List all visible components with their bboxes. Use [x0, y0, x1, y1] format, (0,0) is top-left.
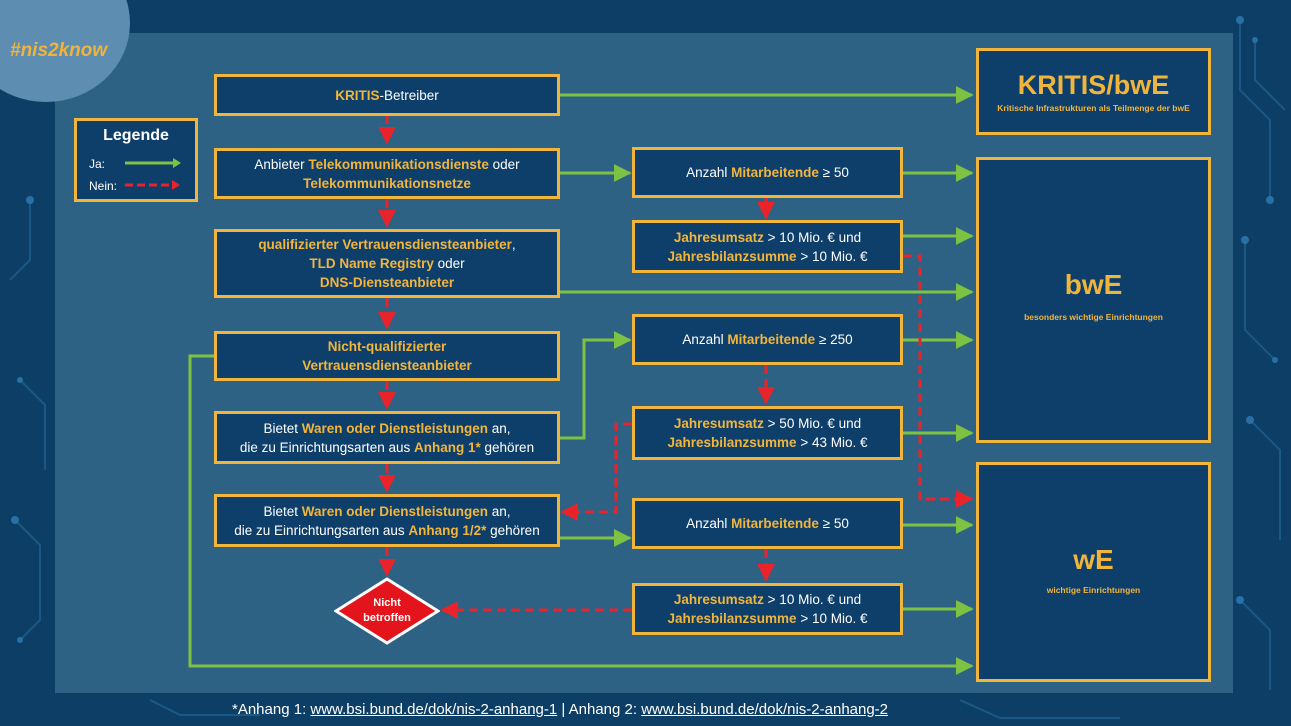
anhang1-l2-pre: die zu Einrichtungsarten aus	[239, 439, 415, 455]
ma250-post: ≥ 250	[815, 332, 853, 347]
anhang1-post: an,	[488, 420, 511, 436]
we-title: wE	[1073, 544, 1114, 575]
tld-highlight: TLD Name Registry	[309, 256, 434, 271]
anhang12-post: an,	[488, 503, 511, 519]
bwe-title: bwE	[1064, 269, 1123, 300]
box-telekommunikation: Anbieter Telekommunikationsdienste oder …	[214, 148, 560, 199]
box-qualifizierter-vda: qualifizierter Vertrauensdiensteanbieter…	[214, 229, 560, 298]
ma250-highlight: Mitarbeitende	[727, 332, 816, 347]
legend: Legende Ja: Nein:	[74, 118, 198, 202]
footnote-anhang2-label: | Anhang 2:	[557, 701, 642, 718]
ums50-bilanz: Jahresbilanzsumme	[667, 435, 797, 450]
category-we: wE wichtige Einrichtungen	[976, 462, 1211, 682]
box-mitarbeitende-50-b: Anzahl Mitarbeitende ≥ 50	[632, 498, 903, 549]
ums50-bilanz-val: > 43 Mio. €	[796, 435, 868, 450]
bwe-subtitle: besonders wichtige Einrichtungen	[1024, 312, 1163, 322]
nicht-betroffen-line1: Nicht	[373, 597, 401, 609]
diamond-shape	[333, 577, 441, 645]
yes-arrow-anhang1	[560, 331, 632, 440]
no-arrow-ums50	[560, 422, 632, 521]
ma250-pre: Anzahl	[682, 332, 728, 347]
box-mitarbeitende-250: Anzahl Mitarbeitende ≥ 250	[632, 314, 903, 365]
footnote: *Anhang 1: www.bsi.bund.de/dok/nis-2-anh…	[232, 701, 888, 718]
legend-arrows	[125, 158, 181, 190]
ma50a-post: ≥ 50	[818, 165, 849, 180]
ums50-umsatz: Jahresumsatz	[673, 416, 764, 431]
footnote-anhang1-label: *Anhang 1:	[232, 701, 311, 718]
box-umsatz-50: Jahresumsatz > 50 Mio. € und Jahresbilan…	[632, 406, 903, 460]
ums10b-umsatz-val: > 10 Mio. € und	[763, 592, 862, 607]
ums10b-umsatz: Jahresumsatz	[673, 592, 764, 607]
box-umsatz-10-a: Jahresumsatz > 10 Mio. € und Jahresbilan…	[632, 220, 903, 273]
category-bwe: bwE besonders wichtige Einrichtungen	[976, 157, 1211, 443]
link-anhang-2[interactable]: www.bsi.bund.de/dok/nis-2-anhang-2	[641, 701, 889, 718]
ums10a-bilanz-val: > 10 Mio. €	[796, 248, 868, 264]
qvda-comma: ,	[511, 237, 516, 252]
nicht-betroffen-diamond: Nicht betroffen	[333, 577, 441, 645]
ma50a-highlight: Mitarbeitende	[731, 165, 819, 180]
we-subtitle: wichtige Einrichtungen	[1046, 585, 1141, 595]
tk-text-post: oder	[488, 156, 520, 172]
hashtag-label: #nis2know	[10, 40, 108, 61]
kritis-bwe-subtitle: Kritische Infrastrukturen als Teilmenge …	[997, 103, 1190, 113]
anhang12-highlight: Waren oder Dienstleistungen	[301, 503, 489, 519]
anhang12-l2-post: gehören	[486, 522, 540, 538]
legend-title: Legende	[103, 127, 169, 144]
ums50-umsatz-val: > 50 Mio. € und	[763, 416, 862, 431]
box-umsatz-10-b: Jahresumsatz > 10 Mio. € und Jahresbilan…	[632, 583, 903, 635]
ums10b-bilanz: Jahresbilanzsumme	[667, 611, 797, 626]
qvda-highlight: qualifizierter Vertrauensdiensteanbieter	[258, 237, 512, 252]
anhang1-pre: Bietet	[263, 420, 302, 436]
anhang1-ref: Anhang 1*	[414, 439, 481, 455]
yes-arrow-nqvda	[188, 354, 974, 675]
tk-text-pre: Anbieter	[254, 156, 309, 172]
no-arrow-ums10a	[903, 254, 974, 508]
ums10a-umsatz: Jahresumsatz	[673, 229, 764, 245]
nicht-betroffen-label: Nicht betroffen	[334, 577, 440, 645]
nqvda-line2: Vertrauensdiensteanbieter	[302, 358, 472, 373]
link-anhang-1[interactable]: www.bsi.bund.de/dok/nis-2-anhang-1	[310, 701, 558, 718]
ma50b-highlight: Mitarbeitende	[731, 516, 819, 531]
kritis-bwe-title: KRITIS/bwE	[1017, 70, 1170, 100]
ma50b-post: ≥ 50	[818, 516, 849, 531]
anhang1-l2-post: gehören	[480, 439, 535, 455]
anhang1-highlight: Waren oder Dienstleistungen	[301, 420, 489, 436]
ma50a-pre: Anzahl	[686, 165, 732, 180]
anhang12-l2-pre: die zu Einrichtungsarten aus	[234, 522, 409, 538]
kritis-tail: -Betreiber	[379, 87, 439, 103]
ma50b-pre: Anzahl	[686, 516, 732, 531]
ums10a-umsatz-val: > 10 Mio. € und	[763, 229, 862, 245]
tld-post: oder	[433, 256, 465, 271]
legend-no-label: Nein:	[89, 179, 118, 193]
nicht-betroffen-line2: betroffen	[363, 612, 411, 624]
box-kritis-betreiber: KRITIS-Betreiber	[214, 74, 560, 116]
nqvda-line1: Nicht-qualifizierter	[327, 339, 447, 354]
box-anhang-1-2: Bietet Waren oder Dienstleistungen an, d…	[214, 494, 560, 547]
legend-yes-label: Ja:	[89, 157, 106, 171]
box-mitarbeitende-50-a: Anzahl Mitarbeitende ≥ 50	[632, 147, 903, 198]
ums10a-bilanz: Jahresbilanzsumme	[667, 248, 797, 264]
category-kritis-bwe: KRITIS/bwE Kritische Infrastrukturen als…	[976, 48, 1211, 135]
anhang12-ref: Anhang 1/2*	[408, 522, 487, 538]
box-anhang-1: Bietet Waren oder Dienstleistungen an, d…	[214, 411, 560, 464]
dns-highlight: DNS-Diensteanbieter	[319, 275, 455, 290]
anhang12-pre: Bietet	[263, 503, 302, 519]
tk-highlight-dienste: Telekommunikationsdienste	[308, 156, 489, 172]
kritis-highlight: KRITIS	[335, 87, 380, 103]
tk-highlight-netze: Telekommunikationsnetze	[303, 175, 471, 191]
box-nicht-qualifizierter-vda: Nicht-qualifizierter Vertrauensdienstean…	[214, 331, 560, 381]
ums10b-bilanz-val: > 10 Mio. €	[796, 611, 868, 626]
